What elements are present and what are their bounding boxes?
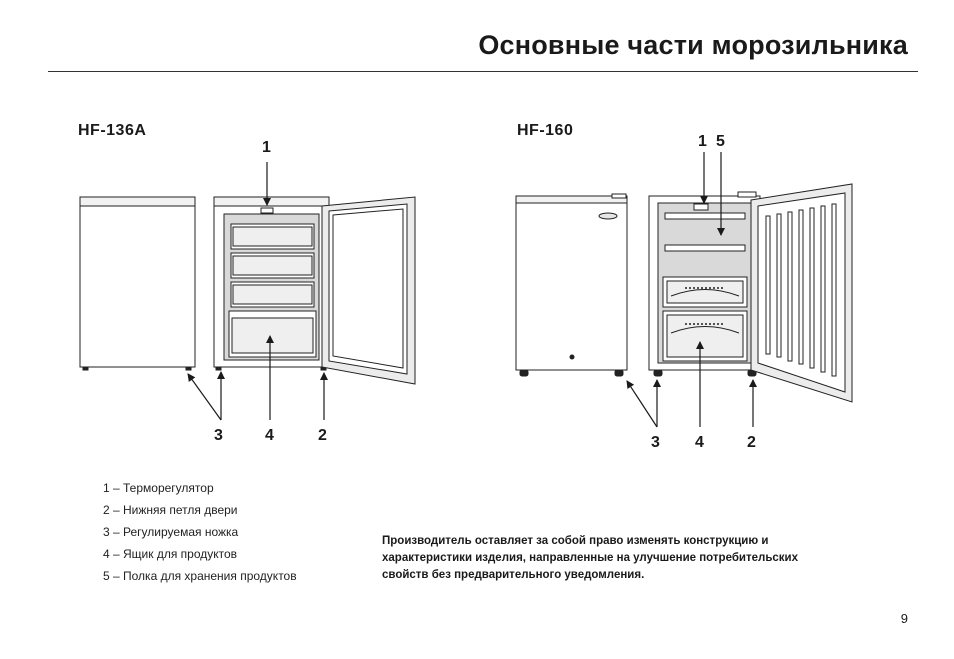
legend-item: 2 – Нижняя петля двери: [103, 503, 238, 517]
title-divider: [48, 71, 918, 72]
legend-item: 1 – Терморегулятор: [103, 481, 214, 495]
disclaimer-line: Производитель оставляет за собой право и…: [382, 535, 769, 547]
hf136a-closed-freezer: [79, 196, 196, 371]
model-label-hf136a: HF-136A: [78, 122, 147, 139]
legend-item: 4 – Ящик для продуктов: [103, 547, 238, 561]
hf160-drawer-vents: [685, 287, 723, 325]
hf136a-callout-3: 3: [214, 427, 223, 444]
hf136a-callout-1: 1: [262, 139, 271, 156]
hf160-open-door: [750, 183, 853, 403]
hf160-callout-5: 5: [716, 133, 725, 150]
parts-legend: 1 – Терморегулятор 2 – Нижняя петля двер…: [103, 477, 297, 587]
hf136a-callout-2: 2: [318, 427, 327, 444]
hf160-callout-2: 2: [747, 434, 756, 451]
disclaimer-line: характеристики изделия, направленные на …: [382, 552, 799, 564]
hf160-callout-1: 1: [698, 133, 707, 150]
legend-item: 3 – Регулируемая ножка: [103, 525, 239, 539]
hf136a-open-door: [321, 196, 416, 385]
hf136a-callout-4: 4: [265, 427, 274, 444]
hf160-door-coils: [765, 203, 837, 377]
hf136a-callouts: [187, 162, 328, 421]
hf160-closed-freezer: [515, 193, 628, 377]
hf160-open-freezer: [648, 191, 761, 377]
hf136a-open-freezer: [213, 196, 330, 371]
hf160-callout-3: 3: [651, 434, 660, 451]
page-number: 9: [900, 611, 908, 626]
hf160-callouts: [626, 152, 757, 428]
hf160-callout-4: 4: [695, 434, 704, 451]
disclaimer-line: свойств без предварительного уведомления…: [382, 569, 645, 581]
page-title: Основные части морозильника: [478, 30, 908, 60]
model-label-hf160: HF-160: [517, 122, 574, 139]
legend-item: 5 – Полка для хранения продуктов: [103, 569, 297, 583]
manufacturer-disclaimer: Производитель оставляет за собой право и…: [382, 533, 902, 584]
